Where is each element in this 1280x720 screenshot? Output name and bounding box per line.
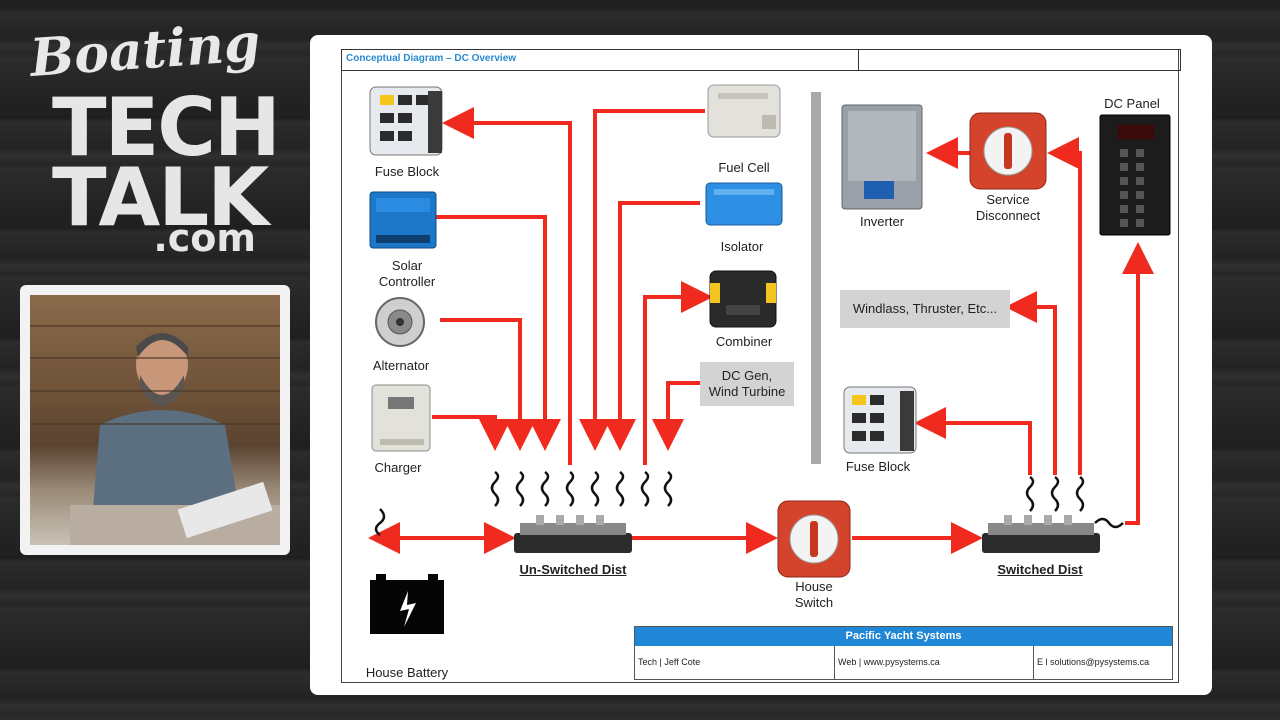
label-service-disconnect-line1: Service (986, 192, 1030, 207)
presenter-figure (70, 333, 280, 545)
label-alternator: Alternator (372, 358, 430, 373)
wire-alternator (440, 318, 536, 451)
label-solar-line2: Controller (378, 274, 436, 289)
diagram-title: Conceptual Diagram – DC Overview (346, 53, 517, 64)
footer-block: Pacific Yacht Systems Tech | Jeff Cote W… (634, 626, 1173, 680)
wire-dcgen (652, 381, 700, 451)
label-solar-line1: Solar (391, 258, 423, 273)
brand-line-dotcom: .com (153, 216, 256, 260)
label-charger: Charger (374, 460, 422, 475)
switched-busbar-icon (982, 515, 1100, 553)
label-service-disconnect-line2: Disconnect (975, 208, 1041, 223)
footer-divider-2 (1033, 646, 1034, 679)
label-dc-gen-line1: DC Gen, (721, 368, 773, 383)
wire-service-disconnect (1047, 137, 1082, 475)
footer-company: Pacific Yacht Systems (635, 627, 1172, 646)
wire-to-dcpanel (1122, 242, 1154, 525)
wire-solar (436, 215, 561, 451)
alternator-icon (375, 297, 425, 347)
dc-panel-icon (1099, 114, 1171, 236)
label-fuse-block-right: Fuse Block (845, 459, 911, 474)
isolator-icon (705, 182, 783, 226)
solar-controller-icon (369, 191, 437, 249)
combiner-icon (709, 270, 777, 328)
fuel-cell-icon (707, 84, 781, 138)
footer-divider-1 (834, 646, 835, 679)
dc-gen-box: DC Gen, Wind Turbine (700, 362, 794, 406)
wire-windlass (1005, 291, 1057, 475)
footer-web: Web | www.pysystems.ca (838, 657, 940, 667)
label-house-battery: House Battery (365, 665, 449, 680)
fuse-block-right-icon (843, 386, 917, 454)
house-battery-icon (370, 574, 444, 634)
webcam-feed (30, 295, 280, 545)
wire-charger (432, 415, 511, 451)
wire-fuseblock-right (914, 407, 1032, 475)
inverter-icon (841, 104, 923, 210)
label-fuse-block-left: Fuse Block (374, 164, 440, 179)
label-dc-panel: DC Panel (1104, 96, 1160, 111)
house-switch-icon (777, 500, 851, 578)
footer-tech: Tech | Jeff Cote (638, 657, 701, 667)
label-switched-dist: Switched Dist (997, 562, 1083, 577)
brand-logo: Boating TECH TALK .com (22, 12, 282, 260)
unswitched-busbar-icon (514, 515, 632, 553)
label-isolator: Isolator (720, 239, 764, 254)
fuse-block-left-icon (369, 86, 443, 156)
diagram-sheet: Conceptual Diagram – DC Overview (310, 35, 1212, 695)
label-house-switch-line2: Switch (794, 595, 834, 610)
section-divider (811, 92, 821, 464)
wire-combiner (643, 281, 713, 465)
wire-isolator (604, 201, 700, 451)
label-fuel-cell: Fuel Cell (718, 160, 770, 175)
brand-line-tech: TECH (52, 81, 281, 174)
charger-icon (371, 384, 431, 452)
title-block: Conceptual Diagram – DC Overview (341, 49, 1181, 71)
wiring-layer (368, 84, 1171, 634)
label-dc-gen-line2: Wind Turbine (708, 384, 786, 399)
label-unswitched-dist: Un-Switched Dist (519, 562, 627, 577)
service-disconnect-icon (969, 112, 1047, 190)
label-combiner: Combiner (715, 334, 773, 349)
footer-email: E l solutions@pysystems.ca (1037, 657, 1150, 667)
wire-fuelcell (579, 109, 705, 451)
label-inverter: Inverter (859, 214, 905, 229)
presenter-webcam (20, 285, 290, 555)
label-house-switch-line1: House (795, 579, 833, 594)
label-windlass: Windlass, Thruster, Etc... (852, 301, 998, 316)
title-divider (858, 50, 859, 70)
brand-line-boating: Boating (28, 12, 263, 89)
brand-line-talk: TALK (52, 151, 269, 244)
windlass-box: Windlass, Thruster, Etc... (840, 290, 1010, 328)
wire-fuseblock (442, 107, 572, 465)
